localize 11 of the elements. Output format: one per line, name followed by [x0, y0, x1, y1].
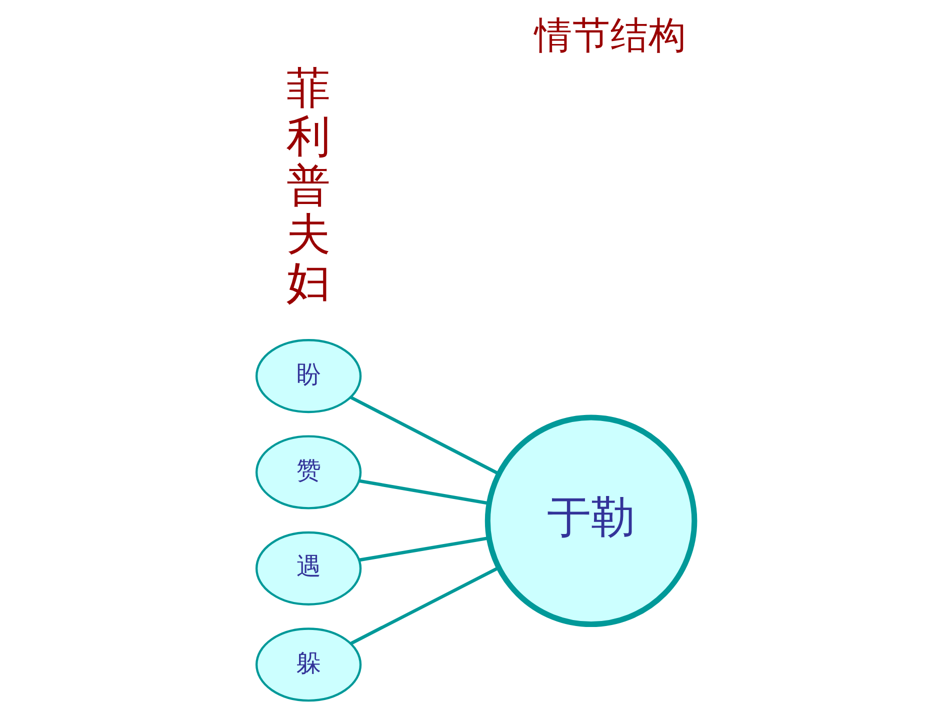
node-ellipse: 躲 — [254, 627, 362, 702]
node-circle: 于勒 — [484, 414, 697, 627]
connector — [349, 395, 500, 475]
node-ellipse: 遇 — [254, 530, 362, 605]
connector — [358, 478, 489, 505]
node-ellipse: 赞 — [254, 434, 362, 509]
node-ellipse: 盼 — [254, 338, 362, 413]
connector — [358, 536, 489, 562]
diagram-title: 情节结构 — [534, 12, 686, 56]
connector — [349, 566, 499, 645]
label: 菲利普夫妇 — [286, 62, 330, 308]
